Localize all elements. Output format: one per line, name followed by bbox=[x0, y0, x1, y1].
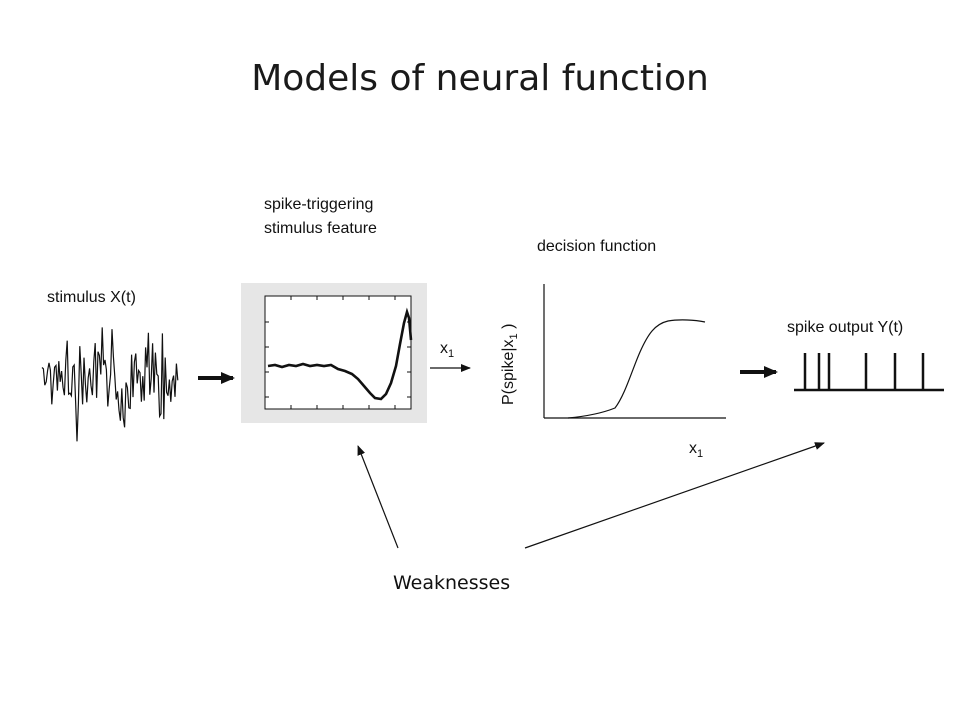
projection-label: x1 bbox=[440, 340, 454, 360]
spike-train bbox=[794, 353, 944, 392]
feature-label-line2: stimulus feature bbox=[264, 220, 377, 237]
stimulus-label: stimulus X(t) bbox=[47, 289, 136, 306]
slide-title: Models of neural function bbox=[251, 58, 709, 99]
projection-subscript: 1 bbox=[448, 348, 455, 361]
projection-name: x bbox=[440, 340, 448, 357]
feature-label: spike-triggering stimulus feature bbox=[264, 193, 377, 241]
weakness-arrow-to-output bbox=[524, 442, 825, 549]
decision-xlabel: x1 bbox=[689, 440, 703, 460]
weakness-arrow-to-filter bbox=[357, 445, 399, 549]
weaknesses-label: Weaknesses bbox=[393, 572, 511, 594]
filter-curve bbox=[267, 307, 413, 401]
decision-plot bbox=[543, 284, 726, 419]
spike-output-label: spike output Y(t) bbox=[787, 319, 904, 336]
decision-curve bbox=[567, 319, 706, 419]
decision-function-label: decision function bbox=[537, 238, 657, 255]
feature-label-line1: spike-triggering bbox=[264, 196, 374, 213]
decision-xlabel-subscript: 1 bbox=[697, 448, 704, 461]
stimulus-trace bbox=[41, 327, 179, 442]
filter-plot bbox=[241, 283, 427, 423]
decision-xlabel-name: x bbox=[689, 440, 697, 457]
filter-plot-frame bbox=[264, 295, 412, 410]
